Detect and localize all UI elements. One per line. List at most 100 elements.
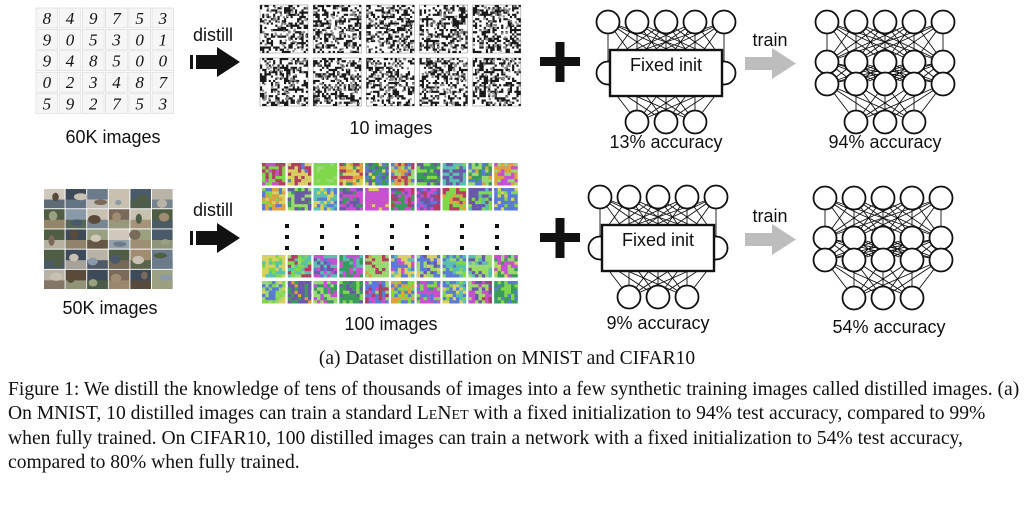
mnist-digit: 7 [112, 9, 122, 28]
neuron-node [930, 71, 956, 97]
cifar-source-image [130, 209, 151, 229]
cifar-source-image [152, 209, 173, 229]
cifar-distilled-tile [494, 163, 518, 186]
cifar-source-image [44, 249, 65, 269]
mnist-digit: 5 [135, 95, 144, 114]
mnist-distilled-count: 10 images [349, 118, 432, 138]
cifar-after-accuracy: 54% accuracy [832, 317, 945, 337]
cifar-distilled-tile [313, 163, 338, 186]
neuron-node [841, 247, 867, 273]
cifar-distilled-tile [416, 163, 441, 186]
cifar-distilled-tile [339, 255, 363, 278]
neuron-node [814, 9, 840, 35]
mnist-net-box-label: Fixed init [630, 55, 702, 75]
mnist-digit: 8 [89, 52, 98, 71]
mnist-digit: 7 [112, 95, 122, 114]
mnist-digit: 3 [111, 30, 121, 49]
ellipsis-dot [355, 246, 359, 250]
cifar-distilled-tile [262, 163, 286, 186]
mnist-distilled-tile [312, 57, 362, 107]
neuron-node [872, 109, 898, 135]
mnist-digit: 0 [135, 52, 144, 71]
mnist-digit-cell [105, 93, 128, 114]
mnist-digit-cell [82, 71, 105, 93]
cifar-distilled-tile [365, 281, 389, 304]
mnist-after-accuracy: 94% accuracy [828, 132, 941, 152]
cifar-distilled-images [262, 163, 518, 304]
mnist-digit-cell [105, 29, 128, 50]
mnist-digit: 3 [158, 95, 168, 114]
neuron-node [843, 9, 869, 35]
neuron-node [595, 9, 621, 35]
neuron-node [872, 49, 898, 75]
neuron-node [616, 284, 642, 310]
cifar-distilled-tile [262, 281, 286, 304]
mnist-digit: 0 [43, 73, 52, 92]
network-nodes [812, 185, 954, 311]
mnist-digit: 8 [135, 73, 144, 92]
ellipsis-dot [495, 246, 499, 250]
neuron-node [901, 71, 927, 97]
mnist-digit-cell [82, 29, 105, 50]
cifar-distilled-tile [287, 255, 312, 278]
mnist-digit-cell [128, 50, 151, 71]
neural-network-fixed-init-1 [595, 9, 737, 135]
neuron-node [928, 185, 954, 211]
cifar-source-image [152, 269, 173, 289]
cifar-distilled-tile [442, 188, 467, 211]
mnist-digit-cell [151, 7, 175, 29]
neuron-node [928, 225, 954, 251]
ellipsis-dot [390, 246, 394, 250]
neuron-node [899, 185, 925, 211]
ellipsis-dot [355, 235, 359, 239]
mnist-distilled-images [259, 4, 522, 107]
plus-sign-2 [540, 218, 580, 258]
mnist-distill-arrow [190, 47, 240, 77]
cifar-distilled-tile [365, 255, 389, 278]
mnist-digit-cell [82, 93, 105, 114]
cifar-distilled-tile [287, 163, 312, 186]
mnist-digit: 1 [159, 30, 168, 49]
cifar-source-image [129, 229, 151, 249]
cifar-distilled-tile [339, 163, 363, 186]
cifar-distilled-tile [416, 255, 441, 278]
neuron-node [624, 109, 650, 135]
cifar-distilled-tile [313, 281, 338, 304]
mnist-digit-cell [35, 29, 59, 50]
neuron-node [843, 109, 869, 135]
mnist-digit: 9 [43, 52, 52, 71]
mnist-digit: 2 [66, 73, 75, 92]
cifar-source-image [130, 269, 151, 289]
mnist-distilled-tile [259, 57, 309, 107]
mnist-distilled-tile [419, 4, 468, 54]
mnist-digit: 0 [159, 52, 168, 71]
cifar-distilled-tile [494, 281, 518, 304]
cifar-distilled-tile [313, 255, 338, 278]
mnist-digit: 3 [158, 9, 168, 28]
neuron-node [872, 71, 898, 97]
cifar-train-label: train [752, 206, 787, 226]
neuron-node [645, 184, 671, 210]
cifar-source-image [87, 189, 108, 209]
cifar-source-image [65, 229, 87, 249]
cifar-before-accuracy: 9% accuracy [606, 313, 709, 333]
mnist-digit-cell [35, 93, 59, 114]
mnist-digit-cell [105, 71, 128, 93]
neuron-node [812, 247, 838, 273]
cifar-distilled-tile [442, 163, 467, 186]
cifar-distilled-tile [494, 255, 518, 278]
cifar-net-box-label: Fixed init [622, 230, 694, 250]
neuron-node [843, 71, 869, 97]
neuron-node [870, 285, 896, 311]
neuron-node [870, 225, 896, 251]
cifar-distilled-tile [494, 188, 518, 211]
neuron-node [653, 109, 679, 135]
ellipsis-dot [390, 224, 394, 228]
cifar-source-image [87, 249, 108, 269]
mnist-distilled-tile [419, 57, 468, 107]
ellipsis-dot [320, 246, 324, 250]
mnist-distilled-tile [366, 57, 415, 107]
neuron-node [711, 9, 737, 35]
fixed-init-box [600, 223, 716, 273]
